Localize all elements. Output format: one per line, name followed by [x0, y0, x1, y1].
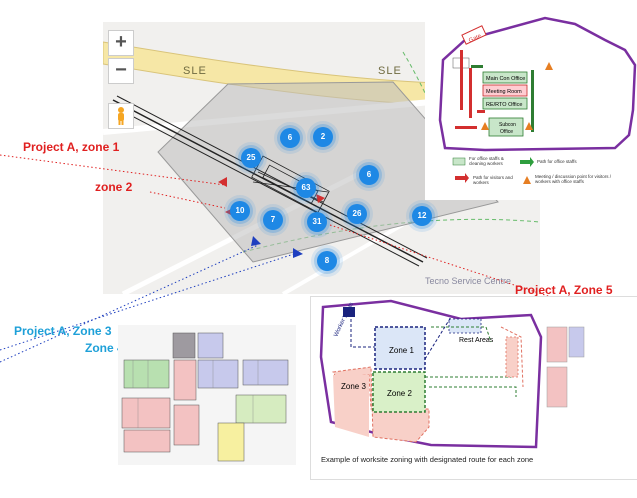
svg-text:Main Con Office: Main Con Office — [486, 76, 525, 82]
subcon-office — [488, 117, 524, 137]
svg-text:Worker: Worker — [333, 318, 347, 338]
rail-line — [112, 99, 424, 263]
map-marker[interactable]: 63 — [296, 178, 316, 198]
red-arrow — [218, 177, 227, 187]
street-view-pegman-button[interactable] — [108, 103, 134, 129]
zone-label: Project A, zone 1 — [23, 140, 120, 154]
svg-text:Zone 2: Zone 2 — [387, 389, 412, 398]
map-marker[interactable]: 12 — [412, 206, 432, 226]
meeting-room — [482, 84, 528, 97]
red-arrow — [316, 194, 325, 203]
svg-text:Rest Areas: Rest Areas — [459, 337, 494, 344]
svg-text:RE/RTO Office: RE/RTO Office — [486, 102, 522, 108]
svg-text:Subcon: Subcon — [499, 122, 516, 128]
building-floorplan — [118, 325, 296, 465]
site-boundary — [319, 299, 543, 449]
svg-text:Zone 1: Zone 1 — [389, 346, 414, 355]
zone-2-area — [372, 371, 426, 413]
site-plan-zones: Zone 1 Zone 2 Zone 3 Rest Areas Worker T… — [310, 296, 637, 480]
park-path — [242, 218, 540, 253]
figure-caption: Example of worksite zoning with designat… — [321, 455, 534, 464]
zoom-out-button[interactable]: − — [108, 58, 134, 84]
map-marker[interactable]: 31 — [307, 212, 327, 232]
zone-label: Project A, Zone 5 — [515, 283, 613, 297]
map-marker[interactable]: 2 — [313, 127, 333, 147]
road-label: SLE — [378, 65, 402, 77]
svg-text:Gate: Gate — [468, 33, 483, 44]
zone-label: Project A, Zone 3 — [14, 324, 112, 338]
map-marker[interactable]: 25 — [241, 148, 261, 168]
map-marker[interactable]: 7 — [263, 210, 283, 230]
svg-text:Zone 3: Zone 3 — [341, 382, 366, 391]
main-con-office — [482, 71, 528, 84]
svg-text:Office: Office — [500, 129, 513, 135]
map-marker[interactable]: 10 — [230, 201, 250, 221]
zoom-in-button[interactable]: + — [108, 30, 134, 56]
re-rto-office — [482, 97, 528, 110]
zone-1-area — [374, 326, 426, 370]
map-marker[interactable]: 6 — [359, 165, 379, 185]
place-label: Tecno Service Centre — [425, 276, 511, 286]
pegman-icon — [118, 107, 124, 125]
map-marker[interactable]: 8 — [317, 251, 337, 271]
svg-text:Meeting Room: Meeting Room — [486, 89, 522, 95]
map-marker[interactable]: 26 — [347, 204, 367, 224]
site-plan-offices: Gate Main Con Office Meeting Room RE/RTO… — [425, 10, 637, 200]
zone-label: zone 2 — [95, 180, 133, 194]
road-label: SLE — [183, 65, 207, 77]
blue-arrow — [251, 236, 261, 246]
site-boundary — [438, 16, 637, 152]
gate-box — [461, 25, 487, 45]
map-marker[interactable]: 6 — [280, 128, 300, 148]
zone-label: Zone 4 — [85, 341, 124, 355]
